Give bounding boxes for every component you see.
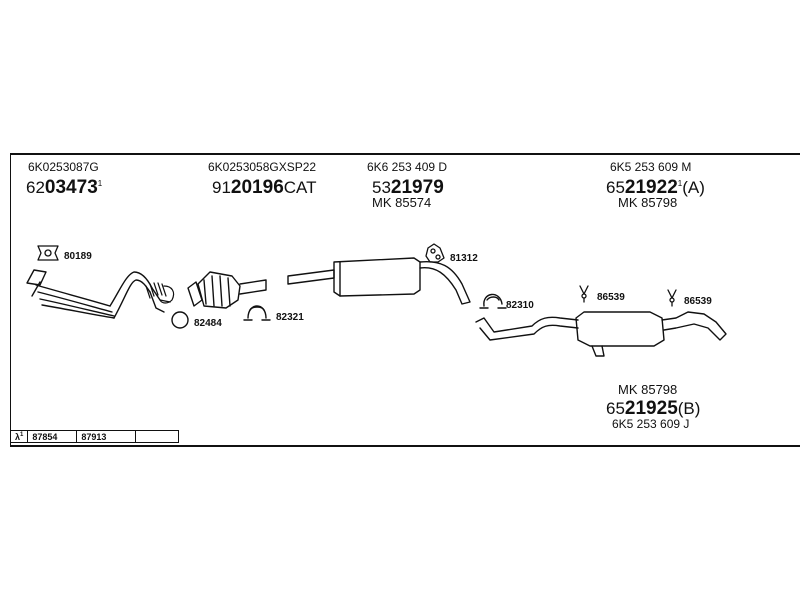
code-cell-empty <box>135 430 180 443</box>
part-label-86539-right[interactable]: 86539 <box>684 296 712 307</box>
part-number[interactable]: 9120196CAT <box>212 177 317 198</box>
catalytic-converter <box>187 271 267 309</box>
part-reference: 6K5 253 609 M <box>610 160 692 174</box>
lambda-cell: λ1 <box>9 430 29 443</box>
part-number[interactable]: 65219221(A) <box>606 177 705 198</box>
code-table: λ1 87854 87913 <box>9 430 180 443</box>
part-label-82484[interactable]: 82484 <box>194 318 222 329</box>
mk-number: MK 85574 <box>372 195 432 210</box>
part-label-80189[interactable]: 80189 <box>64 251 92 262</box>
diagram-frame <box>10 153 800 447</box>
clamp-icon <box>243 305 271 321</box>
middle-silencer <box>287 257 471 305</box>
clamp-icon <box>479 293 507 309</box>
part-reference: 6K6 253 409 D <box>367 160 448 174</box>
part-reference: 6K0253087G <box>28 160 99 174</box>
rubber-hanger-icon <box>425 243 445 263</box>
part-label-82321[interactable]: 82321 <box>276 312 304 323</box>
hanger-icon <box>579 285 589 303</box>
part-reference: 6K5 253 609 J <box>612 417 690 431</box>
seal-ring-icon <box>171 311 189 329</box>
part-label-82310[interactable]: 82310 <box>506 300 534 311</box>
gasket-icon <box>37 245 59 261</box>
hanger-icon <box>667 289 677 307</box>
mk-number: MK 85798 <box>618 195 678 210</box>
part-label-81312[interactable]: 81312 <box>450 253 478 264</box>
part-number[interactable]: 6521925(B) <box>606 398 701 419</box>
rear-silencer <box>475 311 727 357</box>
part-label-86539-left[interactable]: 86539 <box>597 292 625 303</box>
code-cell[interactable]: 87854 <box>27 430 78 443</box>
flex-pipe <box>145 282 175 304</box>
part-reference: 6K0253058GXSP22 <box>208 160 317 174</box>
code-cell[interactable]: 87913 <box>76 430 137 443</box>
part-number[interactable]: 62034731 <box>26 177 103 198</box>
part-number[interactable]: 5321979 <box>372 177 444 198</box>
mk-number: MK 85798 <box>618 382 678 397</box>
